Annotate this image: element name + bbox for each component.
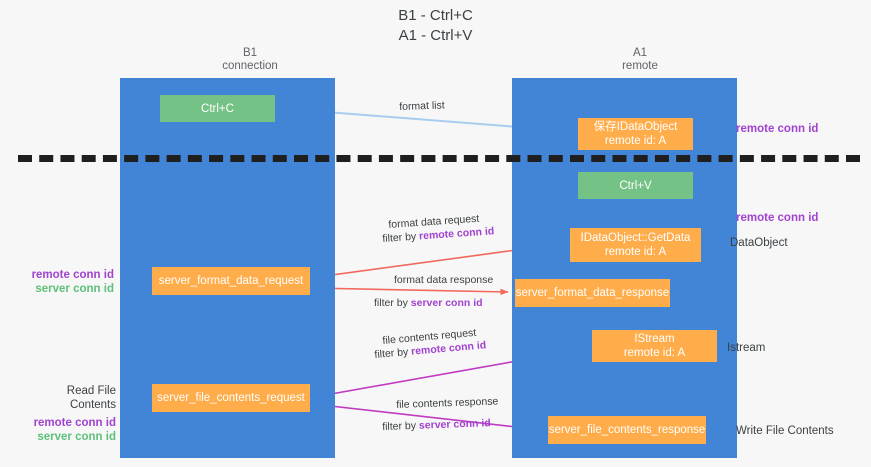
edge-caption-format-data-response: format data response — [394, 274, 494, 286]
column-header-b1: B1 connection — [150, 47, 350, 73]
edge-format-data-response — [311, 287, 509, 296]
node-ctrl-v[interactable]: Ctrl+V — [578, 172, 693, 199]
title-line-2: A1 - Ctrl+V — [398, 27, 473, 44]
label-server-conn-id-2: server conn id — [37, 431, 116, 443]
node-ctrl-c[interactable]: Ctrl+C — [160, 95, 275, 122]
label-remote-conn-id-2: remote conn id — [33, 417, 116, 429]
node-server-file-contents-response-label: server_file_contents_response — [548, 424, 706, 436]
node-getdata-line2: remote id: A — [604, 246, 667, 258]
column-header-b1-sub: connection — [222, 60, 278, 72]
node-server-format-data-request[interactable]: server_format_data_request — [152, 267, 310, 295]
label-dataobject: DataObject — [730, 237, 788, 249]
label-server-conn-id-1: server conn id — [35, 283, 114, 295]
node-istream-line2: remote id: A — [623, 347, 686, 359]
node-ctrl-c-label: Ctrl+C — [201, 102, 234, 115]
node-idataobject-line1: 保存IDataObject — [593, 121, 678, 133]
edge-file-contents-response — [312, 403, 544, 433]
title-line-1: B1 - Ctrl+C — [398, 7, 473, 24]
node-istream-line1: IStream — [634, 333, 675, 345]
node-server-file-contents-request[interactable]: server_file_contents_request — [152, 384, 310, 412]
column-header-a1-name: A1 — [632, 47, 648, 59]
node-server-file-contents-request-label: server_file_contents_request — [157, 392, 305, 404]
column-header-b1-name: B1 — [242, 47, 258, 59]
node-istream[interactable]: IStream remote id: A — [592, 330, 717, 362]
filter-prefix-4: filter by — [382, 419, 420, 433]
label-istream: Istream — [727, 342, 766, 354]
node-ctrl-v-label: Ctrl+V — [619, 179, 652, 192]
label-conn-ids-file: Read File Contents remote conn id server… — [20, 384, 116, 444]
filter-prefix-2: filter by — [374, 297, 411, 309]
node-server-format-data-response-label: server_format_data_response — [515, 287, 670, 299]
label-conn-ids-format: remote conn id server conn id — [22, 268, 114, 296]
filter-prefix-3: filter by — [374, 345, 412, 361]
edge-caption-format-data-response-filter: filter by server conn id — [374, 297, 483, 310]
column-header-a1: A1 remote — [540, 47, 740, 73]
node-idataobject-getdata[interactable]: IDataObject::GetData remote id: A — [570, 228, 701, 262]
node-server-format-data-request-label: server_format_data_request — [158, 275, 304, 287]
node-server-format-data-response[interactable]: server_format_data_response — [515, 279, 670, 307]
filter-key-4: server conn id — [418, 417, 491, 432]
node-getdata-line1: IDataObject::GetData — [580, 232, 691, 244]
node-idataobject-line2: remote id: A — [604, 135, 667, 147]
column-header-a1-sub: remote — [622, 60, 658, 72]
label-remote-conn-id-mid: remote conn id — [736, 212, 819, 224]
label-remote-conn-id-1: remote conn id — [31, 269, 114, 281]
label-write-file-contents: Write File Contents — [736, 425, 834, 437]
filter-key-2: server conn id — [410, 297, 483, 309]
page-title: B1 - Ctrl+C A1 - Ctrl+V — [0, 6, 871, 46]
phase-divider — [18, 155, 860, 162]
edge-caption-format-list: format list — [399, 99, 445, 113]
node-idataobject[interactable]: 保存IDataObject remote id: A — [578, 118, 693, 150]
label-read-file-contents: Read File Contents — [66, 385, 116, 411]
node-server-file-contents-response[interactable]: server_file_contents_response — [548, 416, 706, 444]
filter-prefix-1: filter by — [382, 230, 420, 245]
label-remote-conn-id-top: remote conn id — [736, 123, 819, 135]
